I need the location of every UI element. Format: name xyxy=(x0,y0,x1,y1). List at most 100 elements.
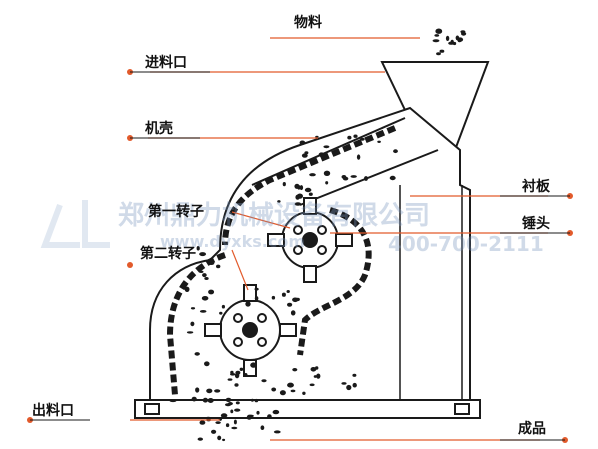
material-particle xyxy=(353,134,358,138)
watermark-logo xyxy=(40,200,110,248)
material-particle xyxy=(196,246,200,251)
material-particle xyxy=(260,425,265,431)
material-particle xyxy=(290,310,296,316)
material-particles xyxy=(169,28,467,442)
material-particle xyxy=(281,292,286,297)
material-particle xyxy=(292,368,298,372)
material-particle xyxy=(234,383,239,387)
material-particle xyxy=(250,398,254,402)
material-particle xyxy=(254,287,259,291)
material-particle xyxy=(227,378,233,381)
material-particle xyxy=(217,435,222,441)
material-particle xyxy=(310,367,317,372)
material-particle xyxy=(323,145,330,149)
material-particle xyxy=(350,175,357,178)
material-particle xyxy=(301,153,308,158)
material-particle xyxy=(432,39,440,43)
material-particle xyxy=(207,398,214,403)
material-particle xyxy=(457,37,464,42)
material-particle xyxy=(294,183,300,189)
material-particle xyxy=(295,297,300,302)
material-particle xyxy=(377,140,381,143)
material-particle xyxy=(272,409,280,415)
material-particle xyxy=(254,398,259,403)
material-particle xyxy=(323,170,331,176)
label-material: 物料 xyxy=(294,15,322,31)
material-particle xyxy=(201,296,209,301)
material-particle xyxy=(222,438,226,442)
material-particle xyxy=(287,302,293,307)
material-particle xyxy=(245,301,251,307)
material-particle xyxy=(271,387,277,392)
material-particle xyxy=(434,34,440,37)
material-particle xyxy=(190,307,196,310)
material-particle xyxy=(235,401,240,405)
material-particle xyxy=(225,397,232,402)
material-particle xyxy=(230,370,234,375)
material-particle xyxy=(389,175,396,181)
material-particle xyxy=(208,289,215,295)
material-particle xyxy=(198,270,204,273)
material-particle xyxy=(169,399,177,403)
watermark-phone: 400-700-2111 xyxy=(388,232,544,256)
material-particle xyxy=(309,383,315,387)
material-particle xyxy=(273,430,281,434)
material-particle xyxy=(208,262,215,265)
material-particle xyxy=(197,437,203,441)
label-finished-product: 成品 xyxy=(518,421,546,437)
material-particle xyxy=(436,52,441,56)
material-particle xyxy=(184,286,190,292)
material-particle xyxy=(250,362,257,368)
material-particle xyxy=(308,192,313,196)
material-particle xyxy=(194,352,200,356)
material-particle xyxy=(191,396,197,402)
material-particle xyxy=(221,304,225,309)
material-particle xyxy=(393,149,398,154)
material-particle xyxy=(346,384,352,391)
material-particle xyxy=(304,187,312,193)
material-particle xyxy=(202,273,207,278)
material-particle xyxy=(256,410,260,415)
material-particle xyxy=(342,176,349,181)
material-particle xyxy=(199,420,206,425)
label-second-rotor: 第二转子 xyxy=(140,246,196,262)
material-particle xyxy=(352,373,357,377)
material-particle xyxy=(435,28,443,34)
material-particle xyxy=(239,367,244,371)
material-particle xyxy=(261,379,267,383)
material-particle xyxy=(199,310,207,313)
material-particle xyxy=(296,193,303,199)
material-particle xyxy=(318,152,325,157)
material-particle xyxy=(316,373,321,379)
first-rotor xyxy=(267,197,353,283)
material-particle xyxy=(448,41,454,45)
material-particle xyxy=(286,290,290,293)
material-particle xyxy=(205,416,212,420)
material-particle xyxy=(233,419,237,425)
material-particle xyxy=(202,397,209,403)
crusher-base xyxy=(134,399,481,419)
material-particle xyxy=(347,135,352,140)
material-particle xyxy=(287,382,294,388)
material-particle xyxy=(309,173,316,177)
material-particle xyxy=(299,185,304,191)
label-underlines xyxy=(30,71,570,441)
material-particle xyxy=(244,373,248,377)
material-particle xyxy=(220,413,228,418)
material-particle xyxy=(277,200,281,203)
material-particle xyxy=(341,382,347,385)
frame-lines xyxy=(399,185,463,400)
material-particle xyxy=(356,154,361,160)
material-particle xyxy=(219,311,223,315)
material-particle xyxy=(206,388,213,394)
material-particle xyxy=(445,35,450,42)
material-particle xyxy=(190,321,195,327)
label-housing: 机壳 xyxy=(145,121,173,137)
material-particle xyxy=(199,252,207,257)
material-particle xyxy=(360,137,365,141)
material-particle xyxy=(299,140,306,145)
material-particle xyxy=(247,414,254,418)
material-particle xyxy=(195,387,200,393)
